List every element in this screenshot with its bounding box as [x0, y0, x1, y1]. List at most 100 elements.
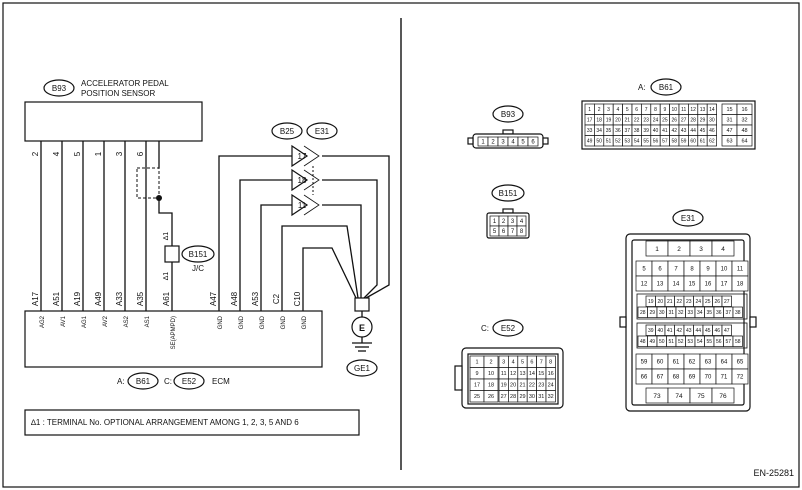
- pin-number: 60: [690, 139, 696, 145]
- jc-fuse-box: [164, 245, 180, 263]
- pin-number: 5: [521, 360, 524, 366]
- pin-number: 45: [705, 328, 711, 334]
- pin-number: 20: [657, 299, 663, 305]
- ecm-terminal-label: A19: [73, 291, 82, 306]
- pin-number: 17: [587, 118, 593, 124]
- pin-number: 60: [657, 360, 664, 366]
- pin-number: 29: [700, 118, 706, 124]
- pin-number: 2: [502, 219, 506, 225]
- ground-wire-a47: [218, 155, 292, 311]
- pin-number: 16: [705, 282, 712, 288]
- ecm-signal-label: AG2: [40, 315, 46, 328]
- sensor-pin-label: 6: [136, 151, 145, 156]
- pin-number: 54: [697, 339, 703, 345]
- pin-number: 6: [530, 360, 533, 366]
- pin-number: 58: [735, 339, 741, 345]
- pin-number: 9: [706, 267, 710, 273]
- pin-number: 74: [675, 393, 683, 400]
- ecm-terminal-label: A33: [115, 291, 124, 306]
- pin-number: 27: [681, 118, 687, 124]
- pin-number: 58: [672, 139, 678, 145]
- pin-number: 25: [705, 299, 711, 305]
- ecm-signal-label: GND: [281, 315, 287, 329]
- pin-number: 8: [520, 229, 524, 235]
- pin-number: 62: [689, 360, 696, 366]
- e52-prefix: C:: [481, 324, 489, 333]
- pin-cell: [516, 225, 527, 237]
- pin-number: 76: [719, 393, 727, 400]
- jc-mark-bottom: ∆1: [163, 272, 170, 280]
- ecm-signal-label: AG1: [82, 315, 88, 328]
- pin-number: 43: [681, 128, 687, 134]
- pin-cell: [731, 368, 749, 385]
- pin-cell: [721, 324, 732, 336]
- pin-number: 11: [501, 371, 507, 377]
- pin-number: 69: [689, 375, 696, 381]
- pin-number: 35: [706, 310, 712, 316]
- pin-cell: [731, 275, 749, 292]
- pin-number: 57: [725, 339, 731, 345]
- pin-number: 53: [625, 139, 631, 145]
- pin-number: 37: [725, 310, 731, 316]
- jc-mark-top: ∆1: [163, 232, 170, 240]
- ground-wire-c10: [302, 247, 357, 311]
- pin-number: 22: [529, 383, 535, 389]
- sensor-pin-label: 4: [52, 151, 61, 156]
- note-box: [24, 409, 360, 436]
- pin-number: 5: [521, 140, 525, 146]
- pin-number: 31: [538, 394, 544, 400]
- pin-number: 21: [667, 299, 673, 305]
- pin-number: 48: [741, 128, 747, 134]
- pin-number: 28: [510, 394, 516, 400]
- pin-number: 28: [690, 118, 696, 124]
- pin-number: 75: [697, 393, 705, 400]
- pin-cell: [711, 240, 735, 257]
- ground-wires: [218, 155, 390, 311]
- pin-number: 10: [721, 267, 728, 273]
- pin-number: 55: [643, 139, 649, 145]
- pin-number: 23: [538, 383, 544, 389]
- pin-cell: [711, 387, 735, 404]
- pin-number: 19: [501, 383, 507, 389]
- sensor-box: [24, 101, 203, 142]
- pin-number: 47: [724, 328, 730, 334]
- pin-number: 44: [695, 328, 701, 334]
- ecm-terminal-label: A61: [162, 291, 171, 306]
- ecm-terminal-label: A51: [52, 291, 61, 306]
- pin-number: 24: [695, 299, 701, 305]
- ecm-c-connector-id: E52: [182, 377, 197, 386]
- pin-number: 2: [677, 246, 681, 253]
- b93-ear-right: [542, 137, 549, 145]
- pin-number: 16: [548, 371, 554, 377]
- ecm-c-prefix: C:: [164, 377, 172, 386]
- pin-number: 9: [475, 371, 478, 377]
- figure-id: EN-25281: [753, 468, 794, 478]
- pin-number: 13: [700, 107, 706, 113]
- ecm-signal-label: AS1: [145, 315, 151, 327]
- pin-number: 12: [510, 371, 516, 377]
- pin-number: 48: [640, 339, 646, 345]
- pin-number: 41: [662, 128, 668, 134]
- pin-number: 16: [741, 107, 747, 113]
- sensor-to-ecm-wires: [40, 141, 147, 311]
- pin-cell: [732, 306, 743, 318]
- pin-number: 19: [606, 118, 612, 124]
- ecm-terminal-label: A17: [31, 291, 40, 306]
- pin-number: 12: [690, 107, 696, 113]
- joint-connector-badge-b25: [271, 122, 303, 140]
- pin-number: 72: [737, 375, 744, 381]
- ecm-signal-label: AS2: [124, 315, 130, 327]
- ecm-terminal-label: A35: [136, 291, 145, 306]
- ground-wire-a48: [239, 179, 292, 311]
- pin-number: 5: [642, 267, 646, 273]
- ecm-a-connector-badge: [127, 372, 159, 390]
- ecm-box: [24, 310, 323, 368]
- ecm-signal-label: GND: [218, 315, 224, 329]
- pin-number: 7: [511, 229, 515, 235]
- sensor-pin-label: 2: [31, 151, 40, 156]
- pin-number: 56: [716, 339, 722, 345]
- pin-cell: [736, 135, 753, 147]
